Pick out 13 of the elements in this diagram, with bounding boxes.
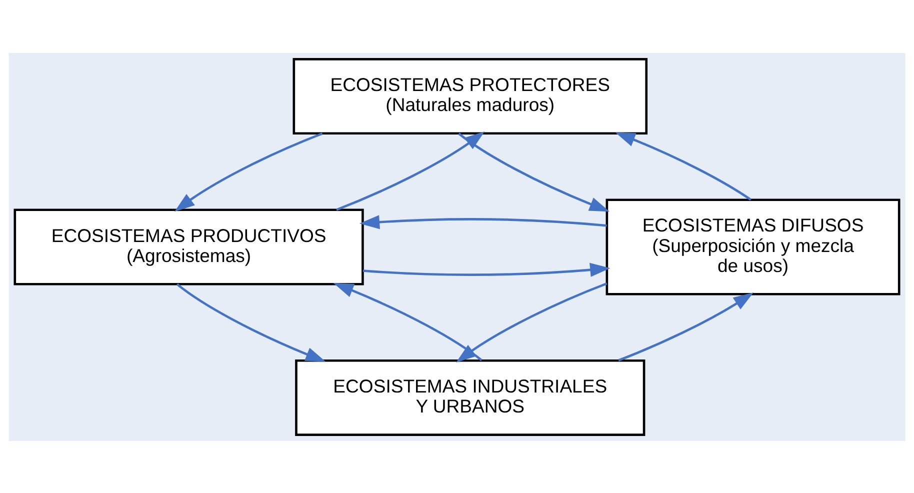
arrow [458,132,610,212]
arrow [359,214,607,229]
arrow [176,282,326,362]
node-box: ECOSISTEMAS PRODUCTIVOS (Agrosistemas) [14,208,364,285]
node-box: ECOSISTEMAS DIFUSOS (Superposición y mezcla de usos) [606,198,900,295]
node-box: ECOSISTEMAS INDUSTRIALES Y URBANOS [295,358,646,436]
arrow [336,130,485,210]
arrow [618,292,754,361]
arrow [174,132,323,212]
node-box: ECOSISTEMAS PROTECTORES (Naturales maduros) [292,58,648,134]
arrow [333,282,482,361]
arrow [362,262,610,276]
arrow [615,132,752,200]
